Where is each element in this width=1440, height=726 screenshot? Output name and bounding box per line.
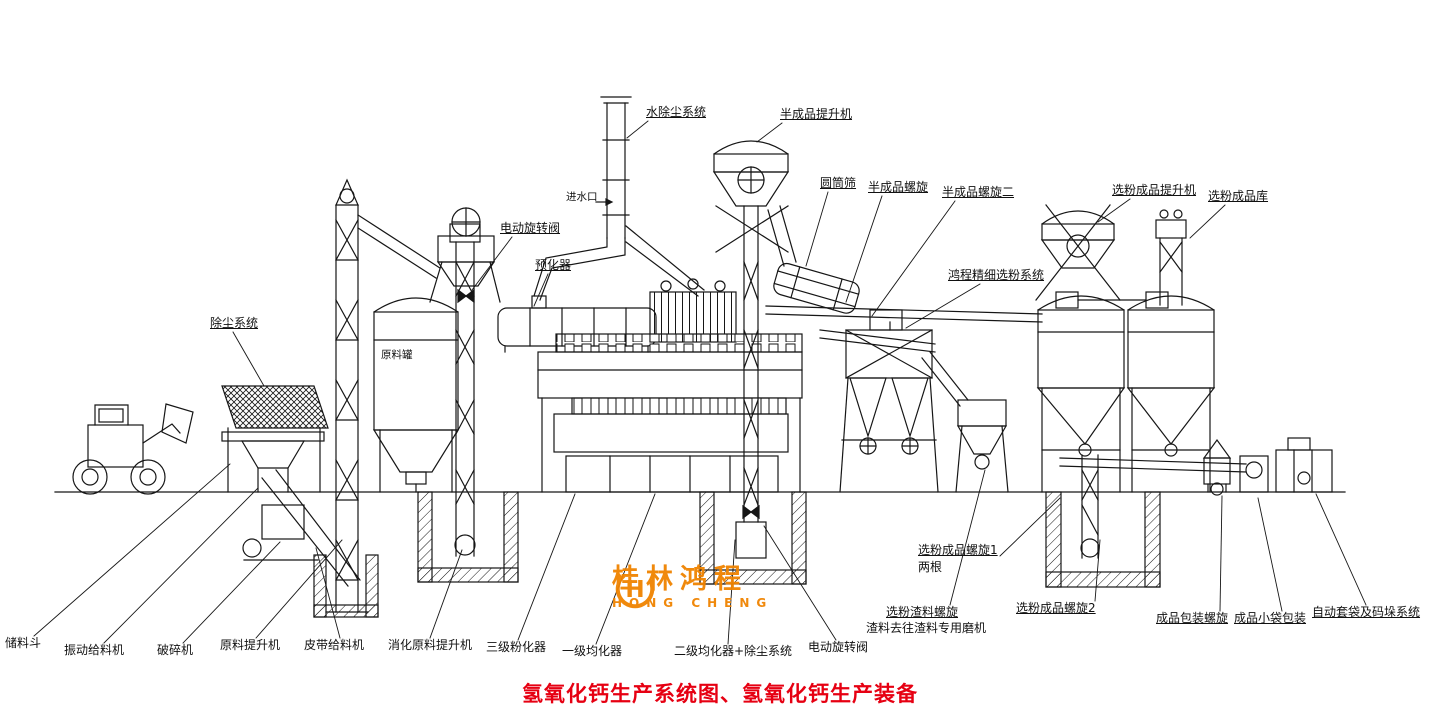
hongcheng-logo: H 桂林鸿程 HONG CHENG bbox=[612, 566, 773, 610]
label-electric-rotary-valve-bottom: 电动旋转阀 bbox=[808, 640, 869, 654]
label-semi-product-screw: 半成品螺旋 bbox=[868, 180, 929, 194]
label-tertiary-pulverizer: 三级粉化器 bbox=[486, 640, 547, 654]
pit-digestion-elevator bbox=[417, 491, 519, 583]
label-water-dust-system: 水除尘系统 bbox=[646, 105, 707, 119]
label-classifier-product-elevator: 选粉成品提升机 bbox=[1112, 183, 1197, 197]
label-secondary-homogenizer: 二级均化器+除尘系统 bbox=[674, 644, 793, 658]
crusher-unit bbox=[242, 504, 319, 561]
hongcheng-logo-icon: H bbox=[615, 569, 655, 609]
label-water-inlet: 进水口 bbox=[566, 191, 598, 203]
label-small-bag-packing: 成品小袋包装 bbox=[1234, 611, 1307, 625]
homogenizer-block bbox=[537, 278, 803, 493]
product-elevator-head bbox=[1035, 204, 1187, 306]
raw-material-tank-drawing bbox=[372, 297, 460, 493]
label-belt-feeder: 皮带给料机 bbox=[304, 638, 365, 652]
packing-machines bbox=[1202, 437, 1333, 496]
label-auto-bagging: 自动套袋及码垛系统 bbox=[1312, 605, 1421, 619]
tank-top-feeder bbox=[429, 207, 501, 304]
label-prehydrator: 预化器 bbox=[535, 258, 572, 272]
logo-text-cn: 桂林鸿程 bbox=[612, 564, 748, 595]
label-digestion-elevator: 消化原料提升机 bbox=[388, 638, 473, 652]
label-dust-removal-system: 除尘系统 bbox=[210, 316, 259, 330]
pit-product-elevator bbox=[1045, 491, 1161, 588]
product-elevator-boot bbox=[1080, 454, 1100, 559]
label-semi-product-screw-2: 半成品螺旋二 bbox=[942, 185, 1015, 199]
label-product-screw-1: 选粉成品螺旋1 bbox=[918, 543, 998, 557]
product-silos bbox=[1036, 291, 1247, 493]
label-reject-note: 渣料去往渣料专用磨机 bbox=[866, 621, 987, 635]
label-packing-screw: 成品包装螺旋 bbox=[1156, 611, 1229, 625]
label-electric-rotary-valve-top: 电动旋转阀 bbox=[500, 221, 561, 235]
label-product-screw-1-note: 两根 bbox=[918, 560, 943, 574]
label-classifier-product-silo: 选粉成品库 bbox=[1208, 189, 1269, 203]
label-primary-homogenizer: 一级均化器 bbox=[562, 644, 623, 658]
leader-lines bbox=[33, 120, 1367, 645]
label-drum-sieve: 圆筒筛 bbox=[820, 176, 857, 190]
storage-hopper-station bbox=[221, 385, 329, 493]
digestion-elevator-drawing bbox=[449, 223, 481, 557]
svg-text:H: H bbox=[625, 577, 644, 603]
label-product-screw-2: 选粉成品螺旋2 bbox=[1016, 601, 1096, 615]
semi-product-screw-conveyors bbox=[765, 305, 1043, 353]
diagram-title: 氢氧化钙生产系统图、氢氧化钙生产装备 bbox=[522, 682, 918, 706]
wheel-loader bbox=[72, 403, 194, 495]
label-raw-material-tank: 原料罐 bbox=[381, 349, 413, 361]
pit-semi-elevator bbox=[699, 491, 807, 585]
label-reject-screw: 选粉渣料螺旋 bbox=[886, 605, 959, 619]
label-crusher: 破碎机 bbox=[157, 643, 194, 657]
label-storage-hopper: 储料斗 bbox=[5, 636, 42, 650]
label-raw-material-elevator: 原料提升机 bbox=[220, 638, 281, 652]
raw-material-elevator-drawing bbox=[325, 178, 441, 613]
belt-feeder-line bbox=[261, 469, 361, 587]
semi-product-elevator-drawing bbox=[712, 140, 797, 559]
drum-sieve-drawing bbox=[773, 262, 860, 314]
label-vibrating-feeder: 振动给料机 bbox=[64, 643, 125, 657]
label-semi-product-elevator: 半成品提升机 bbox=[780, 107, 853, 121]
label-hongcheng-classifier: 鸿程精细选粉系统 bbox=[948, 268, 1045, 282]
classifier-system bbox=[839, 309, 1009, 493]
pit-raw-elevator bbox=[313, 554, 379, 618]
